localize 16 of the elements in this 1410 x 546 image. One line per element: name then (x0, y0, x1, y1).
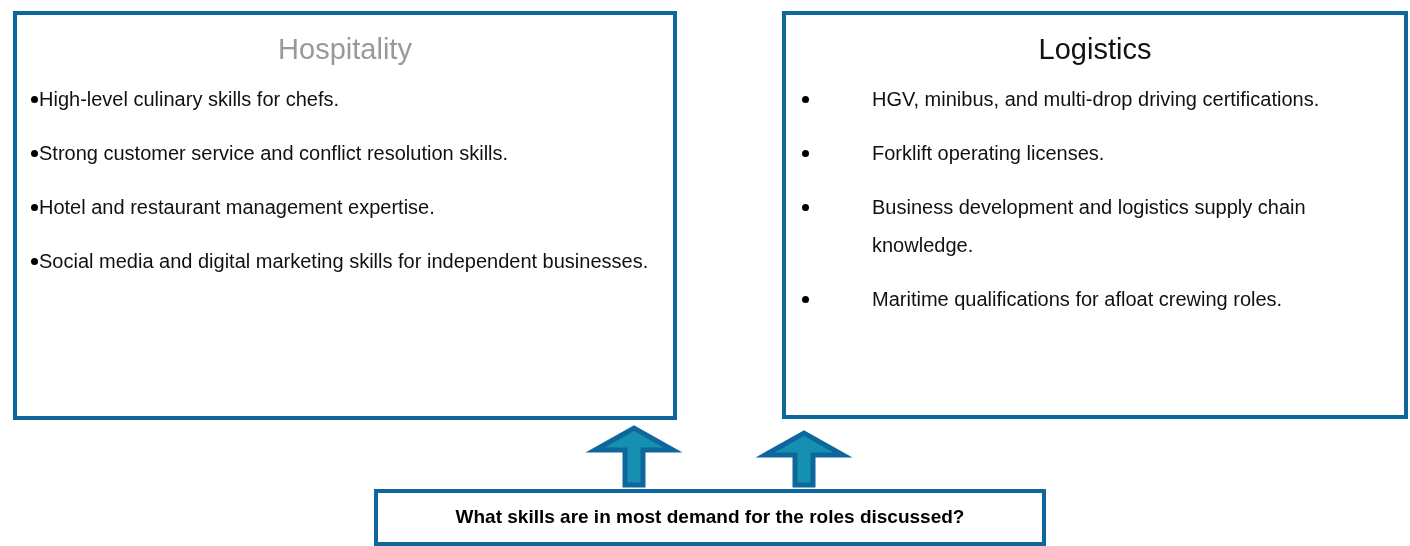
category-heading: Logistics (1037, 33, 1153, 66)
skill-item: Hotel and restaurant management expertise. (39, 196, 435, 218)
category-heading: Hospitality (277, 33, 413, 66)
category-box (782, 11, 1408, 419)
block-arrow (585, 425, 683, 488)
skill-item: Social media and digital marketing skills for independent businesses. (39, 250, 649, 272)
skill-item: Strong customer service and conflict resolution skills. (39, 142, 509, 164)
category-box (13, 11, 677, 420)
skill-item: HGV, minibus, and multi-drop driving certifications. (872, 88, 1320, 110)
skill-item: High-level culinary skills for chefs. (39, 88, 340, 110)
question-text: What skills are in most demand for the roles discussed? (454, 505, 966, 529)
skill-item: Maritime qualifications for afloat crewing roles. (872, 288, 1283, 310)
question-box (374, 489, 1046, 546)
block-arrow (755, 430, 853, 488)
skill-item: Forklift operating licenses. (872, 142, 1105, 164)
skill-item: Business development and logistics supply chain knowledge. (872, 196, 1306, 256)
